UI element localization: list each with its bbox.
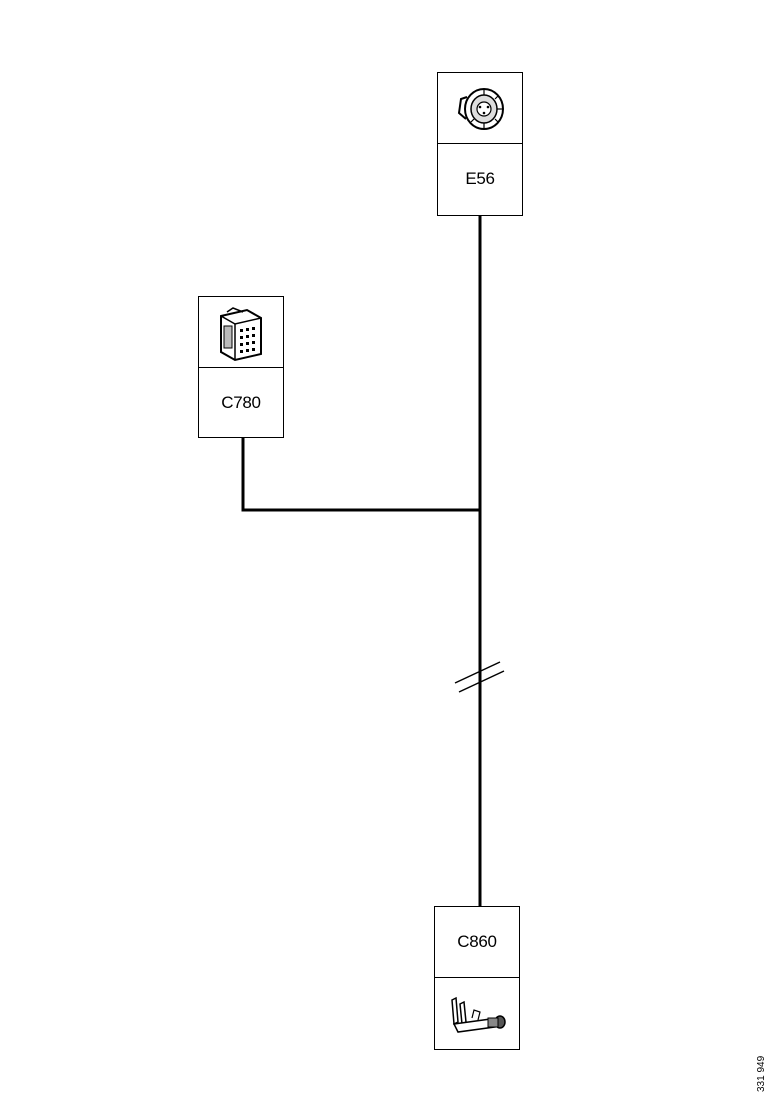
connector-c860-label: C860 — [457, 932, 497, 951]
round-connector-icon — [438, 73, 522, 143]
rectangular-connector-icon — [199, 297, 283, 367]
wire-branch-c780 — [241, 438, 480, 512]
connector-c780-label: C780 — [221, 393, 261, 412]
connector-c860[interactable]: C860 — [434, 906, 520, 1050]
document-number: 331 949 — [756, 1055, 767, 1092]
connector-e56[interactable]: E56 — [437, 72, 523, 216]
terminal-pin-icon — [435, 977, 519, 1048]
connector-c780[interactable]: C780 — [198, 296, 284, 438]
connector-e56-label: E56 — [465, 169, 495, 188]
wire-break-symbol — [454, 661, 505, 693]
